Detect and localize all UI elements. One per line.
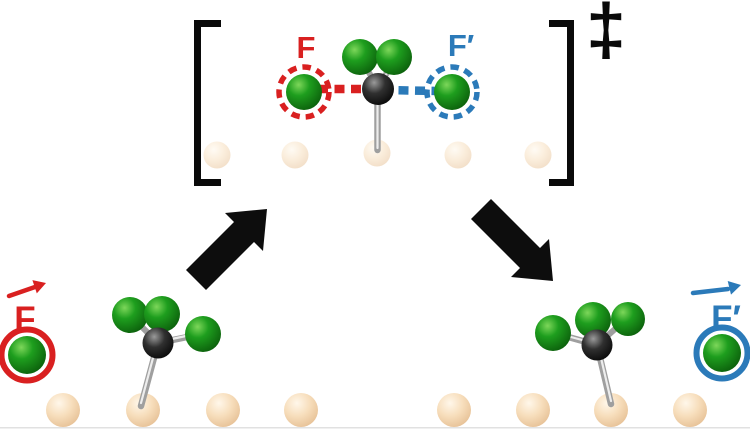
surface-atom — [516, 393, 550, 427]
reactant-molecule — [112, 296, 221, 410]
blue-solid-highlight-circle — [693, 324, 750, 382]
ts-label-f: F — [297, 30, 316, 65]
surface-atom — [444, 141, 472, 169]
incoming-fluorine-atom — [8, 336, 46, 374]
carbon-atom — [581, 329, 613, 361]
fluorine-atom — [611, 302, 645, 336]
surface-atom — [524, 141, 552, 169]
carbon-atom — [142, 327, 174, 359]
red-dashed-highlight-circle — [276, 64, 332, 120]
incoming-fluorine-atom — [286, 74, 322, 110]
carbon-atom — [362, 73, 394, 105]
fluorine-atom — [342, 39, 378, 75]
reaction-arrow-down-icon — [471, 199, 553, 281]
bracket-left — [194, 20, 221, 186]
surface-atom — [206, 393, 240, 427]
red-solid-highlight-circle — [0, 326, 56, 384]
product-state: F′ — [535, 281, 750, 408]
image-bottom-edge — [0, 427, 750, 429]
reactant-state: F — [0, 280, 221, 410]
fluorine-atom — [535, 315, 571, 351]
double-dagger-symbol: ‡ — [586, 0, 626, 70]
outgoing-fluorine-atom — [703, 334, 741, 372]
velocity-arrow-blue-icon — [690, 281, 741, 296]
surface-atom — [46, 393, 80, 427]
bracket-right — [549, 20, 574, 186]
surface-atom — [284, 393, 318, 427]
surface-atom — [594, 393, 628, 427]
surface-atom — [126, 393, 160, 427]
outgoing-fluorine-atom — [434, 74, 470, 110]
surface-atom — [281, 141, 309, 169]
surface-atom — [673, 393, 707, 427]
blue-dashed-highlight-circle — [424, 64, 480, 120]
product-molecule — [535, 302, 645, 408]
fluorine-atom — [376, 39, 412, 75]
fluorine-atom — [144, 296, 180, 332]
reaction-arrow-up-icon — [186, 209, 267, 290]
surface-atom — [437, 393, 471, 427]
surface-row-bottom — [46, 393, 707, 427]
surface-atom — [203, 141, 231, 169]
fluorine-atom — [185, 316, 221, 352]
fluorine-atom — [112, 297, 148, 333]
fluorine-atom — [575, 302, 611, 338]
transition-state: ‡ F F′ — [194, 0, 626, 186]
velocity-arrow-red-icon — [6, 280, 46, 299]
ts-label-f-prime: F′ — [448, 28, 474, 63]
